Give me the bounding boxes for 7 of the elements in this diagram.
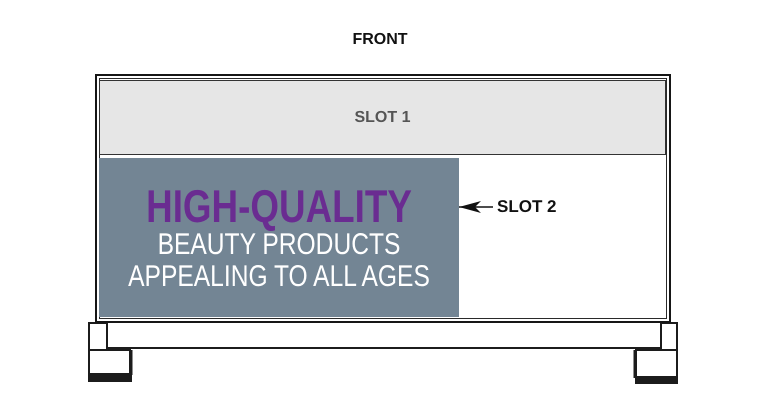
slot-label: SLOT 2 — [497, 197, 557, 217]
slot-label: SLOT 1 — [354, 108, 410, 128]
product-sign — [99, 158, 459, 317]
heading: FRONT — [352, 31, 408, 48]
shelf-frame — [95, 74, 671, 323]
arrow — [459, 201, 493, 213]
shelf-slot — [99, 80, 666, 155]
